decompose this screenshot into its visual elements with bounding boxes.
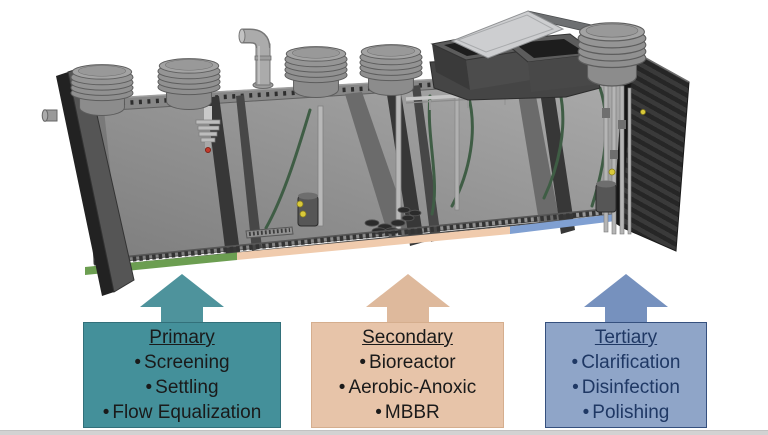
arrow-up-icon [140,274,224,324]
stage-bullet: Screening [84,350,280,375]
end-plate [41,65,135,296]
media-drums [364,206,422,235]
tertiary-label-box: Tertiary Clarification Disinfection Poli… [545,322,707,428]
sparger-bar [245,226,294,239]
arrow-up-icon [365,274,450,324]
stage-title: Secondary [362,327,453,348]
hopper-lid-open [450,10,565,59]
riser-pipes [602,83,646,235]
vent-lid [70,64,134,116]
stage-bullet: Flow Equalization [84,400,280,425]
hopper-opening [514,39,586,58]
vent-lid [284,46,348,98]
stage-primary: Primary Screening Settling Flow Equaliza… [83,274,281,428]
floor-strip-secondary [237,226,510,260]
valve-assembly [195,106,221,153]
stage-bullet: Clarification [546,350,706,375]
secondary-label-box: Secondary Bioreactor Aerobic-Anoxic MBBR [311,322,504,428]
stage-title: Tertiary [594,327,658,348]
submersible-pump [595,168,617,213]
float-switch [608,168,616,176]
arrow-up-icon [584,274,668,324]
stage-secondary: Secondary Bioreactor Aerobic-Anoxic MBBR [311,274,504,428]
float-switch [299,210,307,218]
submersible-pump [296,192,319,227]
treatment-plant-3d-cutaway [41,10,690,296]
screening-hoppers [429,10,602,101]
stage-tertiary: Tertiary Clarification Disinfection Poli… [545,274,707,428]
primary-label-box: Primary Screening Settling Flow Equaliza… [83,322,281,428]
stage-bullet: MBBR [312,400,503,425]
red-valve-knob [204,146,211,153]
stage-bullet: Settling [84,375,280,400]
vent-lid [157,58,221,110]
slide-edge-bar [0,430,768,435]
vent-lid [577,22,647,87]
vent-lid [359,44,423,96]
gooseneck-pipe [238,28,274,89]
float-switch [296,200,304,208]
float-switch [640,109,646,115]
stage-bullet: Bioreactor [312,350,503,375]
stage-title: Primary [149,327,215,348]
stage-bullet: Disinfection [546,375,706,400]
stage-bullet: Aerobic-Anoxic [312,375,503,400]
stage-bullet: Polishing [546,400,706,425]
